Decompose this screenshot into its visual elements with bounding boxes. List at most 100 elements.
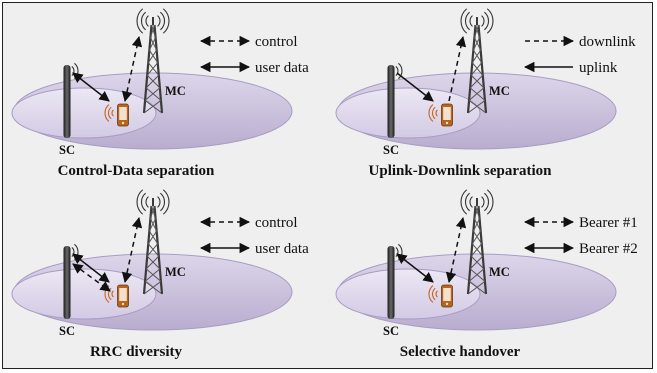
- tower-brace: [471, 230, 482, 244]
- phone-button: [121, 302, 125, 306]
- tower-brace: [468, 281, 487, 295]
- small-cell-area: [11, 87, 157, 139]
- mc-waves-left-0: [145, 15, 149, 27]
- phone-screen: [443, 107, 451, 120]
- phone-wave: [104, 104, 110, 122]
- mc-waves-left-2: [136, 8, 144, 34]
- tower-brace: [143, 281, 162, 295]
- phone-button: [121, 121, 125, 125]
- sc-pole: [387, 246, 395, 319]
- tower-brace: [148, 49, 159, 63]
- tower-brace: [468, 87, 485, 101]
- tower-leg-left: [466, 24, 477, 114]
- tower-brace: [149, 24, 155, 38]
- mc-label: MC: [165, 265, 186, 279]
- mc-waves-right-1: [160, 192, 166, 212]
- tower-brace: [145, 74, 160, 89]
- mc-waves-left-1: [464, 11, 470, 31]
- sc-label: SC: [383, 324, 399, 338]
- tower-leg-right: [477, 205, 488, 295]
- tower-brace: [472, 230, 483, 244]
- tower-leg-left: [142, 24, 153, 114]
- ue-phone-icon: [104, 103, 129, 127]
- tower-brace: [143, 100, 162, 114]
- phone-screen: [119, 288, 127, 301]
- sc-pole: [63, 246, 71, 319]
- tower-brace: [469, 87, 486, 101]
- tower-brace: [146, 255, 161, 270]
- link-sc-ue: [396, 72, 434, 102]
- tower-brace: [473, 24, 479, 38]
- tower-leg-left: [466, 205, 477, 295]
- mc-tower-icon: [136, 189, 170, 295]
- panel-caption: Uplink-Downlink separation: [369, 163, 553, 179]
- mc-waves-left-0: [469, 15, 473, 27]
- sc-label: SC: [383, 143, 399, 157]
- mc-tower-icon: [460, 8, 494, 114]
- tower-brace: [146, 62, 159, 76]
- mc-waves-right-1: [484, 192, 490, 212]
- phone-wave: [111, 290, 114, 298]
- link-sc-ue: [72, 72, 110, 102]
- tower-brace: [149, 205, 155, 219]
- tower-brace: [468, 100, 487, 114]
- tower-brace: [149, 37, 158, 51]
- legend-label-1: control: [255, 215, 298, 231]
- phone-button: [445, 302, 449, 306]
- tower-brace: [472, 49, 483, 63]
- tower-brace: [471, 243, 484, 257]
- sc-waves-right-0: [395, 65, 399, 77]
- mc-waves-left-2: [136, 189, 144, 215]
- tower-brace: [147, 62, 160, 76]
- legend-label-2: user data: [255, 60, 309, 76]
- phone-screen: [119, 107, 127, 120]
- mc-waves-left-2: [460, 8, 468, 34]
- tower-leg-right: [153, 24, 164, 114]
- tower-leg-right: [477, 24, 488, 114]
- panel-caption: RRC diversity: [90, 344, 183, 360]
- tower-brace: [145, 255, 160, 270]
- tower-brace: [151, 24, 157, 38]
- tower-brace: [472, 218, 481, 232]
- link-sc-ue: [396, 253, 434, 283]
- mc-waves-left-0: [469, 196, 473, 208]
- legend-label-2: Bearer #2: [579, 241, 638, 257]
- small-cell-area: [335, 268, 481, 320]
- tower-brace: [467, 281, 486, 295]
- phone-wave: [431, 287, 436, 301]
- legend-label-2: user data: [255, 241, 309, 257]
- sc-pole: [387, 65, 395, 138]
- tower-brace: [145, 268, 162, 282]
- mc-waves-left-0: [145, 196, 149, 208]
- link-ue-mc: [448, 35, 467, 102]
- panel-caption: Control-Data separation: [58, 163, 215, 179]
- tower-brace: [149, 218, 158, 232]
- tower-brace: [473, 205, 479, 219]
- legend-label-2: uplink: [579, 60, 618, 76]
- phone-wave: [428, 104, 434, 122]
- sc-waves-right-1: [398, 62, 403, 80]
- tower-brace: [469, 74, 484, 89]
- tower-brace: [151, 205, 157, 219]
- mc-waves-right-0: [157, 196, 161, 208]
- mc-label: MC: [489, 265, 510, 279]
- mc-waves-left-1: [140, 192, 146, 212]
- tower-brace: [147, 243, 160, 257]
- tower-brace: [473, 218, 482, 232]
- legend-label-1: control: [255, 34, 298, 50]
- phone-screen: [443, 288, 451, 301]
- ue-phone-icon: [428, 284, 453, 308]
- tower-brace: [148, 37, 157, 51]
- tower-brace: [469, 255, 484, 270]
- mc-waves-left-1: [140, 11, 146, 31]
- tower-brace: [144, 268, 161, 282]
- tower-brace: [144, 281, 163, 295]
- tower-brace: [468, 268, 485, 282]
- mc-waves-left-2: [460, 189, 468, 215]
- tower-brace: [471, 62, 484, 76]
- phone-wave: [111, 109, 114, 117]
- ue-phone-icon: [428, 103, 453, 127]
